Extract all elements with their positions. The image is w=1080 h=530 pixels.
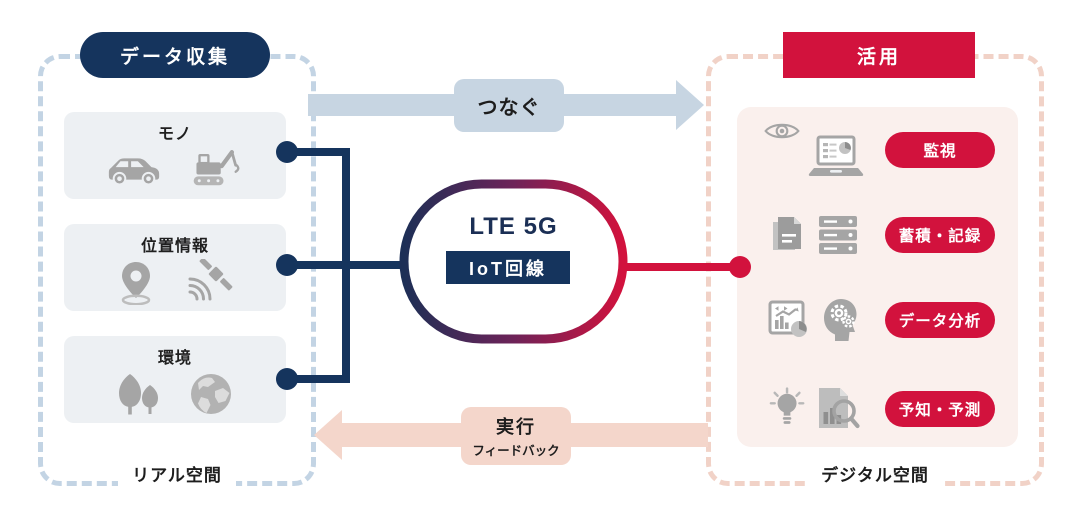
globe-icon — [188, 371, 234, 417]
excavator-icon — [189, 147, 245, 189]
utilization-header: 活用 — [783, 32, 975, 78]
real-space-label: リアル空間 — [118, 462, 236, 490]
analytics-chart-icon — [768, 300, 812, 340]
lte-5g-label: LTE 5G — [469, 213, 558, 240]
trees-icon — [116, 371, 162, 417]
group-environment-title: 環境 — [157, 350, 192, 367]
eye-icon — [763, 120, 800, 142]
digital-space-label: デジタル空間 — [807, 462, 943, 490]
connect-arrow-label: つなぐ — [454, 79, 564, 132]
documents-icon — [768, 214, 808, 256]
car-icon — [105, 151, 163, 189]
map-pin-icon — [116, 259, 156, 305]
head-gears-icon — [819, 297, 861, 343]
server-icon — [815, 214, 861, 256]
analysis-pill: データ分析 — [885, 302, 995, 338]
feedback-label: フィードバック — [472, 444, 560, 458]
storage-pill: 蓄積・記録 — [885, 217, 995, 253]
group-environment: 環境 — [64, 336, 286, 423]
analysis-icons — [748, 284, 880, 356]
monitoring-icons — [748, 114, 880, 186]
group-location-title: 位置情報 — [140, 238, 209, 255]
group-things-title: モノ — [157, 126, 192, 143]
data-collection-header: データ収集 — [80, 32, 270, 78]
storage-icons — [748, 199, 880, 271]
report-magnifier-icon — [814, 386, 860, 432]
lightbulb-icon — [769, 387, 807, 431]
feedback-arrow-head — [314, 410, 342, 460]
feedback-arrow-label: 実行 フィードバック — [461, 407, 571, 465]
group-things: モノ — [64, 112, 286, 199]
execute-label: 実行 — [496, 417, 536, 437]
connect-arrow-head — [676, 80, 704, 130]
prediction-pill: 予知・予測 — [885, 391, 995, 427]
prediction-icons — [748, 373, 880, 445]
group-location: 位置情報 — [64, 224, 286, 311]
satellite-icon — [182, 259, 234, 305]
monitoring-pill: 監視 — [885, 132, 995, 168]
laptop-dashboard-icon — [807, 135, 865, 179]
iot-line-badge: IoT回線 — [446, 251, 570, 284]
